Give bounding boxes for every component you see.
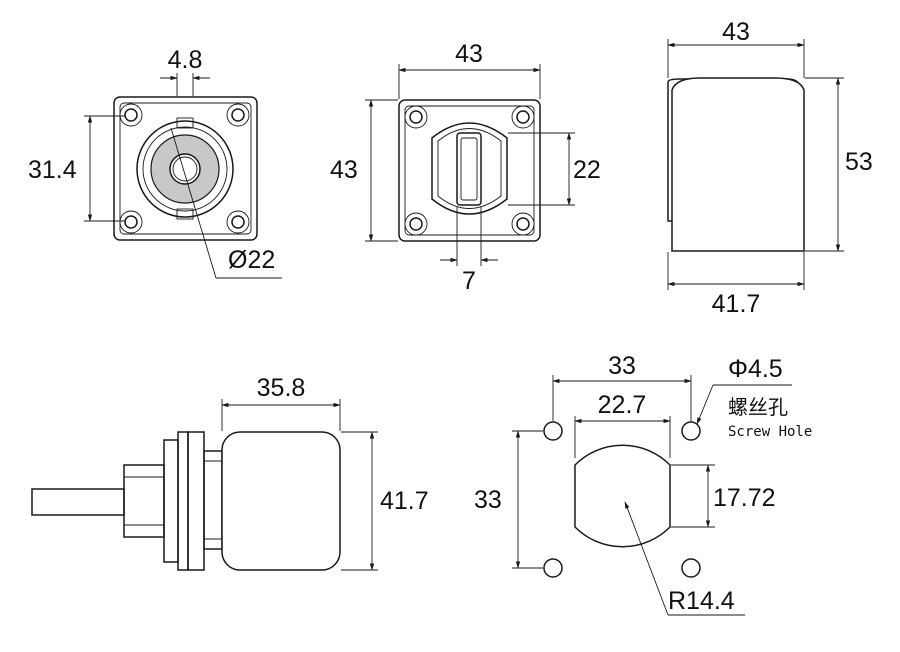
dim-plate-tab: 4.8 <box>168 46 203 74</box>
neck <box>203 450 223 550</box>
dim-flat-height: 17.72 <box>713 484 776 512</box>
mounting-plate <box>113 96 258 241</box>
dim-plate-width: 43 <box>455 40 483 68</box>
dim-hole-spacing: 31.4 <box>28 156 77 184</box>
dim-hole-diameter: Φ4.5 <box>728 355 783 383</box>
screw-hole <box>681 558 701 578</box>
dim-body-diameter: Ø22 <box>228 246 275 274</box>
dim-cutout-width: 22.7 <box>598 391 647 419</box>
cam-slot <box>456 132 482 206</box>
corner-holes <box>404 105 535 236</box>
key-hole <box>169 153 201 185</box>
dim-cam-height: 22 <box>573 156 601 184</box>
shaft <box>31 488 125 516</box>
flange-1 <box>177 431 189 571</box>
bottom-tab <box>176 208 194 220</box>
profile-view: 35.8 41.7 <box>31 374 429 571</box>
dim-side-height: 53 <box>845 148 873 176</box>
screw-hole-label-cn: 螺丝孔 <box>728 395 788 419</box>
dim-hole-pitch-y: 33 <box>474 486 502 514</box>
side-view: 43 53 41.7 <box>667 18 873 318</box>
dim-plate-height: 43 <box>330 156 358 184</box>
screw-hole <box>543 421 563 441</box>
dim-body-length: 35.8 <box>257 374 306 402</box>
profile-body <box>221 431 341 571</box>
plate-inner-edge <box>119 102 252 235</box>
mounting-plate <box>398 99 541 242</box>
cam-housing <box>431 122 508 215</box>
corner-holes <box>119 103 250 234</box>
back-view: 43 43 22 7 <box>330 40 601 295</box>
side-body <box>671 77 805 252</box>
dim-side-width: 43 <box>722 18 750 46</box>
panel-cutout <box>574 444 671 548</box>
dim-body-height: 41.7 <box>380 487 429 515</box>
dim-hole-pitch-x: 33 <box>608 352 636 380</box>
screw-hole <box>681 421 701 441</box>
dim-side-depth: 41.7 <box>712 290 761 318</box>
dim-cutout-radius: R14.4 <box>668 587 735 615</box>
screw-hole <box>543 558 563 578</box>
shaft-collar <box>123 464 165 538</box>
nut <box>163 439 179 563</box>
flange-2 <box>187 431 205 571</box>
top-tab <box>176 117 194 129</box>
dim-slot-width: 7 <box>462 267 476 295</box>
round-body <box>136 120 234 218</box>
screw-hole-label-en: Screw Hole <box>728 424 812 440</box>
front-view: 4.8 31.4 Ø22 <box>28 46 282 279</box>
cutout-view: 33 22.7 33 17.72 R14.4 Φ4.5 螺丝孔 Screw Ho… <box>474 352 812 616</box>
